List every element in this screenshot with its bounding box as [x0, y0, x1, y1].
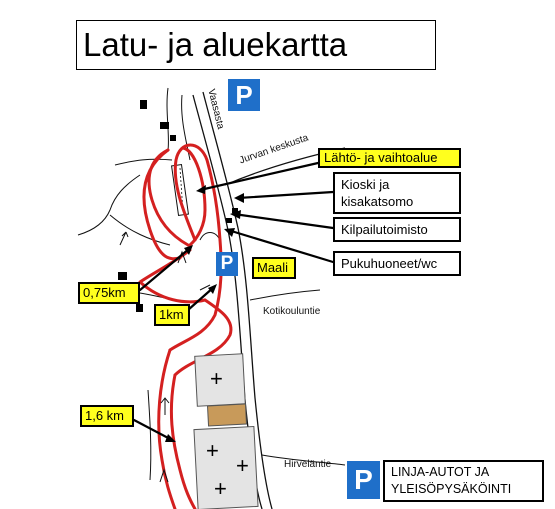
direction-arrow	[177, 250, 187, 264]
trail-west-big	[142, 148, 182, 261]
arrowhead	[184, 245, 193, 255]
track-west-3	[109, 214, 171, 246]
track-loop	[199, 232, 221, 241]
building-south	[193, 425, 259, 509]
house	[118, 272, 127, 280]
direction-arrow	[160, 397, 170, 415]
street-hirvelantie: Hirveläntie	[284, 459, 332, 470]
arrowhead	[224, 228, 235, 237]
label-kiosk: Kioski ja kisakatsomo	[333, 172, 461, 214]
house	[232, 208, 238, 213]
track-west-2	[77, 174, 141, 236]
main-road-east-edge	[202, 91, 273, 509]
house	[140, 100, 147, 109]
label-distance-1: 1km	[154, 304, 190, 326]
pointer-dressing	[226, 228, 335, 264]
label-bus-parking-line2: YLEISÖPYSÄKÖINTI	[391, 482, 512, 496]
house	[170, 135, 176, 141]
pointer-office	[232, 212, 335, 230]
label-start-area: Lähtö- ja vaihtoalue	[318, 148, 461, 168]
pointer-075	[138, 246, 192, 292]
parking-icon-north: P	[228, 79, 260, 111]
trail-south-long-2	[169, 373, 197, 509]
house	[136, 304, 143, 312]
pointer-16	[132, 418, 174, 442]
label-bus-parking: LINJA-AUTOT JA YLEISÖPYSÄKÖINTI	[383, 460, 544, 502]
street-kotikouluntie: Kotikouluntie	[263, 306, 321, 317]
house	[160, 122, 169, 129]
cross-symbol: +	[214, 476, 227, 501]
parking-icon-bus: P	[347, 461, 380, 499]
shed	[206, 403, 248, 427]
house	[226, 218, 232, 223]
trail-south-long	[157, 348, 177, 509]
hirvela-road	[261, 454, 346, 466]
label-kiosk-line2: kisakatsomo	[341, 194, 414, 209]
label-bus-parking-line1: LINJA-AUTOT JA	[391, 465, 490, 479]
trail-mid	[168, 238, 223, 352]
track-south	[147, 389, 152, 481]
pointer-1km	[186, 285, 216, 312]
track-west-1	[114, 158, 173, 166]
pointer-start-area	[198, 161, 320, 192]
label-distance-075: 0,75km	[78, 282, 140, 304]
kotikoulu-road	[249, 289, 321, 301]
pointer-kiosk	[236, 190, 335, 200]
cross-symbol: +	[210, 366, 223, 391]
label-dressing-rooms: Pukuhuoneet/wc	[333, 251, 461, 276]
arrowhead	[196, 185, 206, 194]
label-competition-office: Kilpailutoimisto	[333, 217, 461, 242]
trail-north-loop	[173, 143, 222, 242]
trail-south-a	[173, 298, 233, 377]
arrowhead	[230, 210, 241, 219]
label-distance-16: 1,6 km	[80, 405, 134, 427]
parking-icon-finish: P	[216, 252, 238, 276]
trail-inner	[181, 146, 207, 247]
arrowhead	[234, 193, 244, 203]
map-title: Latu- ja aluekartta	[76, 20, 436, 70]
label-kiosk-line1: Kioski ja	[341, 177, 390, 192]
label-finish: Maali	[252, 257, 296, 279]
direction-arrow	[159, 468, 169, 483]
direction-arrow	[199, 284, 211, 291]
arrowhead	[208, 284, 217, 294]
direction-arrow	[119, 231, 129, 246]
track-north	[166, 87, 169, 151]
cross-symbol: +	[236, 453, 249, 478]
track-north-2	[181, 94, 191, 161]
cross-symbol: +	[206, 438, 219, 463]
arrowhead	[165, 434, 176, 442]
